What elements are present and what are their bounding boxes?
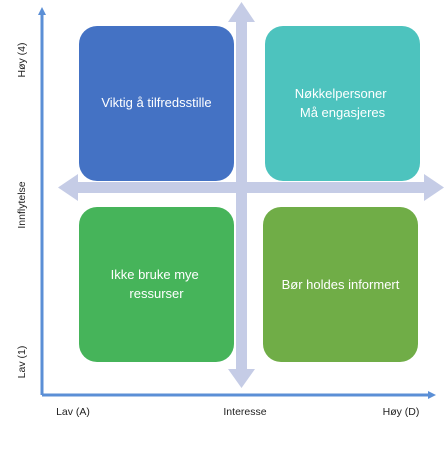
horizontal-cross-shaft bbox=[78, 182, 428, 193]
horizontal-cross-arrow-right bbox=[424, 174, 444, 201]
x-axis-low-label: Lav (A) bbox=[56, 406, 90, 418]
x-axis-title: Interesse bbox=[223, 406, 266, 418]
quadrant-top-left bbox=[79, 26, 234, 181]
vertical-cross-arrow-up bbox=[228, 2, 255, 22]
y-axis-high-label: Høy (4) bbox=[16, 43, 28, 78]
vertical-cross-shaft bbox=[236, 22, 247, 378]
x-axis-high-label: Høy (D) bbox=[383, 406, 420, 418]
quadrant-top-left-label: Viktig å tilfredsstille bbox=[101, 95, 211, 110]
quadrant-bottom-left-label: Ikke bruke mye ressurser bbox=[111, 267, 203, 301]
cross-arrows bbox=[58, 2, 444, 388]
vertical-cross-arrow-down bbox=[228, 369, 255, 388]
y-axis-title: Innflytelse bbox=[16, 181, 28, 228]
quadrant-top-right-label: Nøkkelpersoner Må engasjeres bbox=[295, 86, 390, 120]
y-axis-low-label: Lav (1) bbox=[16, 346, 28, 379]
quadrant-bottom-right bbox=[263, 207, 418, 362]
quadrant-bottom-right-label: Bør holdes informert bbox=[282, 277, 400, 292]
quadrant-bottom-left bbox=[79, 207, 234, 362]
horizontal-cross-arrow-left bbox=[58, 174, 78, 201]
quadrant-top-right bbox=[265, 26, 420, 181]
